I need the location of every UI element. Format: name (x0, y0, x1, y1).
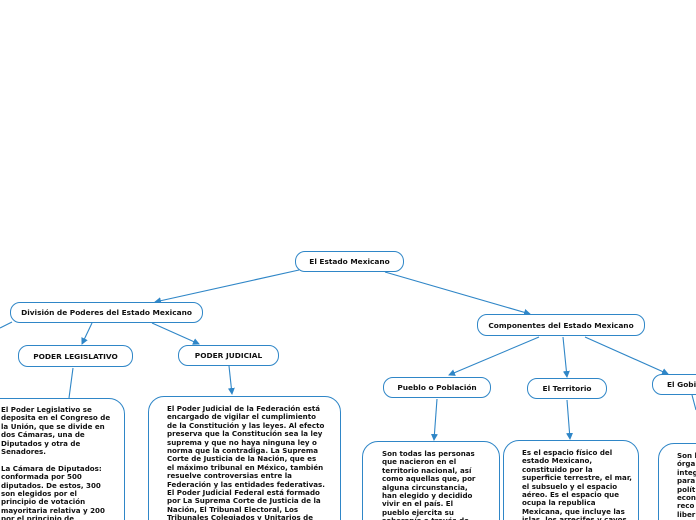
box-text: Son todas las personas que nacieron en e… (382, 449, 476, 520)
node-label: PODER LEGISLATIVO (33, 351, 118, 361)
node-label: Pueblo o Población (397, 383, 477, 392)
box-text: Son l órga integ para polít econ reco li… (677, 451, 696, 519)
edge-componentes-gobierno (584, 336, 669, 375)
node-poder-judicial[interactable]: PODER JUDICIAL (178, 345, 279, 366)
node-pueblo[interactable]: Pueblo o Población (383, 377, 491, 398)
text-box-judicial[interactable]: El Poder Judicial de la Federación está … (148, 396, 341, 520)
box-text: Es el espacio físico del estado Mexicano… (522, 448, 632, 520)
text-box-territorio[interactable]: Es el espacio físico del estado Mexicano… (503, 440, 639, 520)
node-label: División de Poderes del Estado Mexicano (21, 308, 192, 317)
edge-division-left (0, 321, 13, 329)
node-label: El Territorio (542, 384, 592, 393)
edge-componentes-pueblo (448, 336, 540, 376)
node-label: El Gobie (667, 380, 696, 389)
node-gobierno[interactable]: El Gobie (652, 374, 696, 395)
node-territorio[interactable]: El Territorio (527, 378, 607, 399)
node-estado-mexicano[interactable]: El Estado Mexicano (295, 251, 404, 272)
edge-territorio-text (566, 399, 574, 440)
node-division-poderes[interactable]: División de Poderes del Estado Mexicano (10, 302, 203, 323)
edge-division-judicial (151, 322, 200, 345)
box-text: El Poder Judicial de la Federación está … (167, 404, 325, 520)
edge-division-legislativo (81, 322, 93, 345)
edge-gobierno-text (691, 394, 696, 411)
node-poder-legislativo[interactable]: PODER LEGISLATIVO (18, 345, 133, 367)
text-box-gobierno[interactable]: Son l órga integ para polít econ reco li… (658, 443, 696, 520)
edge-componentes-territorio (562, 336, 570, 378)
text-box-pueblo[interactable]: Son todas las personas que nacieron en e… (362, 441, 500, 520)
edge-root-componentes (384, 271, 531, 316)
edge-pueblo-text (430, 398, 438, 441)
node-componentes[interactable]: Componentes del Estado Mexicano (477, 314, 645, 336)
edge-legislativo-text (68, 367, 74, 399)
text-box-legislativo[interactable]: El Poder Legislativo se deposita en el C… (0, 398, 125, 520)
node-label: Componentes del Estado Mexicano (488, 320, 634, 330)
node-label: PODER JUDICIAL (194, 351, 263, 360)
node-label: El Estado Mexicano (309, 257, 390, 266)
edge-judicial-text (227, 365, 235, 395)
box-text: El Poder Legislativo se deposita en el C… (1, 405, 111, 520)
edge-root-division (154, 269, 300, 305)
